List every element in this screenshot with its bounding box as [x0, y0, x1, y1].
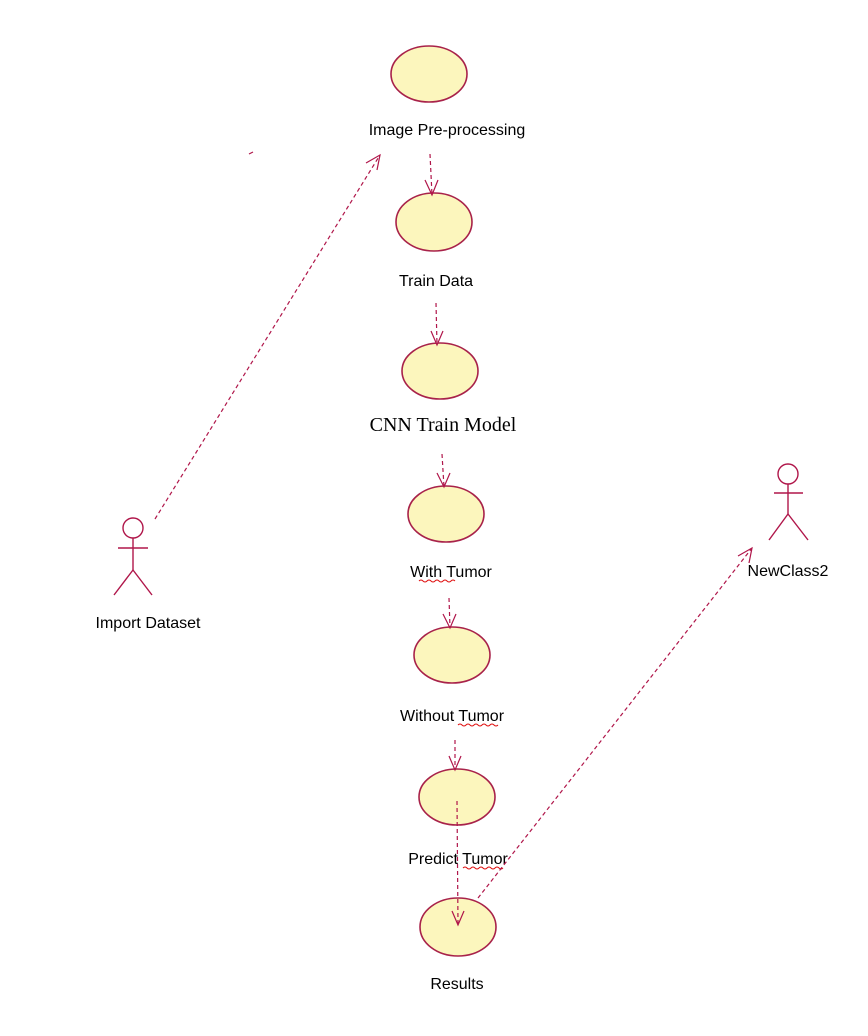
- arrowhead: [436, 472, 451, 489]
- actor-leg: [787, 513, 809, 541]
- actor-leg: [113, 569, 134, 596]
- usecase-train-data[interactable]: [395, 192, 473, 252]
- label-newclass2: NewClass2: [748, 563, 829, 580]
- label-predict-tumor: Predict Tumor: [408, 851, 508, 868]
- arrowhead: [424, 179, 439, 197]
- usecase-without-tumor[interactable]: [413, 626, 491, 684]
- actor-leg: [132, 569, 153, 596]
- label-with-tumor: With Tumor: [410, 564, 492, 581]
- usecase-image-preprocessing[interactable]: [390, 45, 468, 103]
- usecase-results[interactable]: [419, 897, 497, 957]
- arrowhead: [448, 755, 462, 772]
- label-import-dataset: Import Dataset: [96, 615, 201, 632]
- usecase-cnn-train-model[interactable]: [401, 342, 479, 400]
- arrowhead: [451, 910, 465, 927]
- actor-leg: [768, 513, 789, 541]
- actor-import-dataset[interactable]: [113, 517, 153, 596]
- dependency-arrow: [441, 453, 445, 488]
- usecase-with-tumor[interactable]: [407, 485, 485, 543]
- spellcheck-underline: [457, 723, 499, 727]
- label-cnn-train-model: CNN Train Model: [370, 414, 517, 436]
- association-import-to-preprocessing: [154, 154, 381, 520]
- label-train-data: Train Data: [399, 273, 473, 290]
- spellcheck-underline: [418, 579, 456, 583]
- actor-head: [777, 463, 799, 485]
- actor-head: [122, 517, 144, 539]
- dependency-arrow: [448, 597, 451, 629]
- dependency-arrow: [435, 302, 438, 346]
- spellcheck-underline: [462, 866, 504, 870]
- arrowhead: [442, 613, 457, 630]
- arrowhead: [737, 546, 753, 564]
- arrowhead: [430, 330, 444, 347]
- label-image-preprocessing: Image Pre-processing: [369, 122, 526, 139]
- label-without-tumor: Without Tumor: [400, 708, 505, 725]
- dependency-arrow: [429, 153, 433, 196]
- actor-newclass2[interactable]: [768, 463, 809, 541]
- arrowhead: [365, 153, 381, 171]
- association-results-to-newclass2: [477, 547, 753, 899]
- stray-mark: [248, 151, 254, 155]
- label-results: Results: [430, 976, 483, 993]
